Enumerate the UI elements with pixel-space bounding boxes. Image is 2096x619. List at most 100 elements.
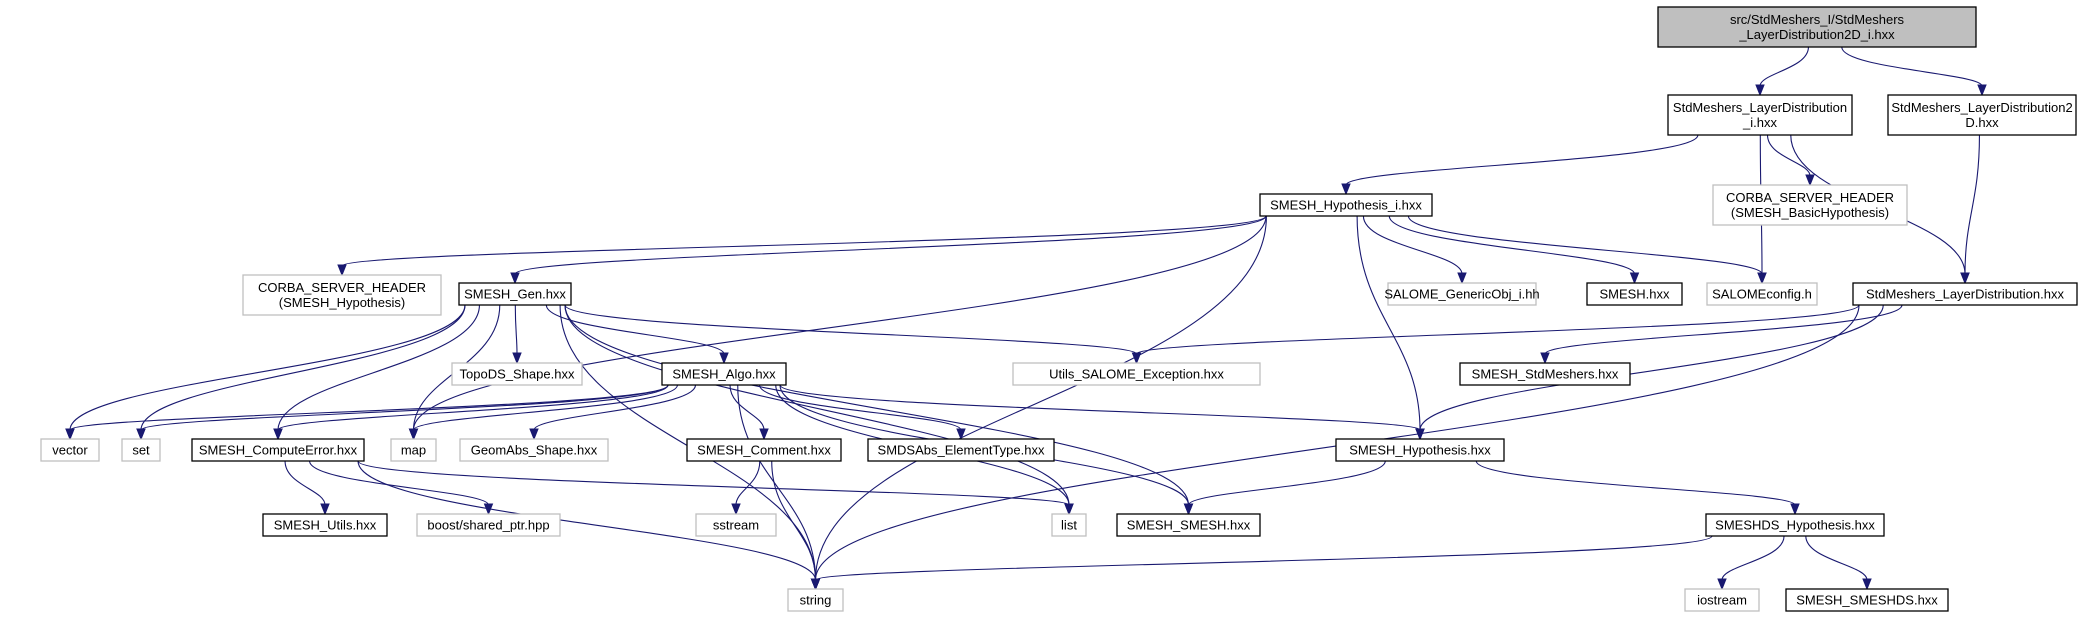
node-map: map <box>390 438 437 462</box>
node-gen[interactable]: SMESH_Gen.hxx <box>458 282 572 306</box>
node-label: SMESH.hxx <box>1599 287 1670 302</box>
arrowhead-icon <box>1183 503 1194 516</box>
arrowhead-icon <box>1341 183 1351 196</box>
node-salomeconfig: SALOMEconfig.h <box>1706 282 1818 306</box>
node-label: SMESHDS_Hypothesis.hxx <box>1715 518 1875 533</box>
node-label: StdMeshers_LayerDistribution <box>1673 100 1847 115</box>
edge-gen-to-vector <box>65 304 466 441</box>
node-label: SALOME_GenericObj_i.hh <box>1384 287 1539 302</box>
edge-line <box>1805 535 1868 581</box>
edge-line <box>1187 460 1386 506</box>
edge-line <box>1721 535 1785 581</box>
node-hyp_i[interactable]: SMESH_Hypothesis_i.hxx <box>1259 193 1433 217</box>
node-label: SMESH_Gen.hxx <box>464 287 566 302</box>
arrowhead-icon <box>337 264 347 277</box>
edge-hyp_i-to-map <box>408 215 1267 441</box>
node-utilsh[interactable]: SMESH_Utils.hxx <box>262 513 388 537</box>
node-label: SMESH_SMESHDS.hxx <box>1796 593 1938 608</box>
node-box <box>1852 282 2078 306</box>
node-box <box>1012 362 1261 386</box>
arrowhead-icon <box>1977 84 1987 97</box>
arrowhead-icon <box>1805 174 1815 187</box>
edge-gen-to-algo <box>545 304 729 365</box>
edge-comment-to-sstream <box>731 460 761 516</box>
arrowhead-icon <box>1540 352 1550 365</box>
arrowhead-icon <box>408 428 419 441</box>
node-box <box>191 438 365 462</box>
node-topods: TopoDS_Shape.hxx <box>451 362 583 386</box>
node-box <box>867 438 1055 462</box>
edge-algo-to-map <box>408 384 678 441</box>
node-smeshds[interactable]: SMESH_SMESHDS.hxx <box>1785 588 1949 612</box>
edge-line <box>1841 46 1983 87</box>
node-comment[interactable]: SMESH_Comment.hxx <box>686 438 842 462</box>
node-box <box>686 438 842 462</box>
edge-computeerror-to-list <box>357 460 1074 516</box>
node-label: iostream <box>1697 593 1747 608</box>
node-list: list <box>1051 513 1087 537</box>
node-box <box>390 438 437 462</box>
edge-hyp-to-smesh_smesh <box>1183 460 1386 516</box>
node-label: TopoDS_Shape.hxx <box>460 367 575 382</box>
node-ld2d[interactable]: StdMeshers_LayerDistribution2D.hxx <box>1887 94 2077 136</box>
node-smeshds_hyp[interactable]: SMESHDS_Hypothesis.hxx <box>1705 513 1885 537</box>
node-box <box>242 274 442 316</box>
node-label: _LayerDistribution2D_i.hxx <box>1738 27 1895 42</box>
node-label: map <box>401 443 426 458</box>
node-box <box>1051 513 1087 537</box>
node-computeerror[interactable]: SMESH_ComputeError.hxx <box>191 438 365 462</box>
node-label: set <box>132 443 150 458</box>
arrowhead-icon <box>731 503 741 516</box>
edge-algo-to-set <box>136 384 669 441</box>
edge-hyp_i-to-gen <box>510 215 1267 285</box>
edge-line <box>1356 215 1421 431</box>
arrowhead-icon <box>1457 272 1467 285</box>
node-label: list <box>1061 518 1077 533</box>
node-hyp[interactable]: SMESH_Hypothesis.hxx <box>1335 438 1505 462</box>
edge-line <box>1544 304 1903 355</box>
node-box <box>1684 588 1760 612</box>
edge-line <box>1135 304 1860 355</box>
node-label: SMESH_Hypothesis_i.hxx <box>1270 198 1422 213</box>
node-iostream: iostream <box>1684 588 1760 612</box>
edge-line <box>69 384 669 431</box>
arrowhead-icon <box>956 428 966 441</box>
edge-smeshds_hyp-to-iostream <box>1717 535 1785 591</box>
node-stdmeshers[interactable]: SMESH_StdMeshers.hxx <box>1459 362 1631 386</box>
node-algo[interactable]: SMESH_Algo.hxx <box>661 362 787 386</box>
node-smdsabs[interactable]: SMDSAbs_ElementType.hxx <box>867 438 1055 462</box>
edge-root-to-ld_i <box>1755 46 1809 97</box>
node-root[interactable]: src/StdMeshers_I/StdMeshers_LayerDistrib… <box>1657 6 1977 48</box>
node-ld[interactable]: StdMeshers_LayerDistribution.hxx <box>1852 282 2078 306</box>
edge-line <box>1388 215 1636 275</box>
node-box <box>40 438 100 462</box>
arrowhead-icon <box>1862 578 1872 591</box>
node-label: (SMESH_BasicHypothesis) <box>1731 205 1889 220</box>
edge-line <box>771 460 817 581</box>
node-smesh[interactable]: SMESH.hxx <box>1586 282 1683 306</box>
edge-line <box>309 460 490 506</box>
edge-smeshds_hyp-to-smeshds <box>1805 535 1872 591</box>
node-smesh_smesh[interactable]: SMESH_SMESH.hxx <box>1116 513 1261 537</box>
edge-root-to-ld2d <box>1841 46 1987 97</box>
edge-line <box>564 304 1070 506</box>
edge-line <box>357 460 1070 506</box>
edge-algo-to-comment <box>729 384 769 441</box>
node-box <box>661 362 787 386</box>
node-ld_i[interactable]: StdMeshers_LayerDistribution_i.hxx <box>1667 94 1853 136</box>
node-label: D.hxx <box>1965 115 1999 130</box>
edge-line <box>277 304 480 431</box>
edge-line <box>284 460 326 506</box>
node-box <box>787 588 844 612</box>
node-label: CORBA_SERVER_HEADER <box>1726 190 1894 205</box>
node-label: SMESH_Comment.hxx <box>697 443 831 458</box>
node-label: SMESH_Utils.hxx <box>274 518 377 533</box>
edge-line <box>1419 304 1884 431</box>
node-label: CORBA_SERVER_HEADER <box>258 280 426 295</box>
edge-hyp_i-to-corba_hyp <box>337 215 1267 277</box>
node-box <box>1259 193 1433 217</box>
edge-line <box>1964 134 1980 275</box>
edge-line <box>735 460 761 506</box>
node-sstream: sstream <box>695 513 777 537</box>
edge-gen-to-topods <box>512 304 522 365</box>
